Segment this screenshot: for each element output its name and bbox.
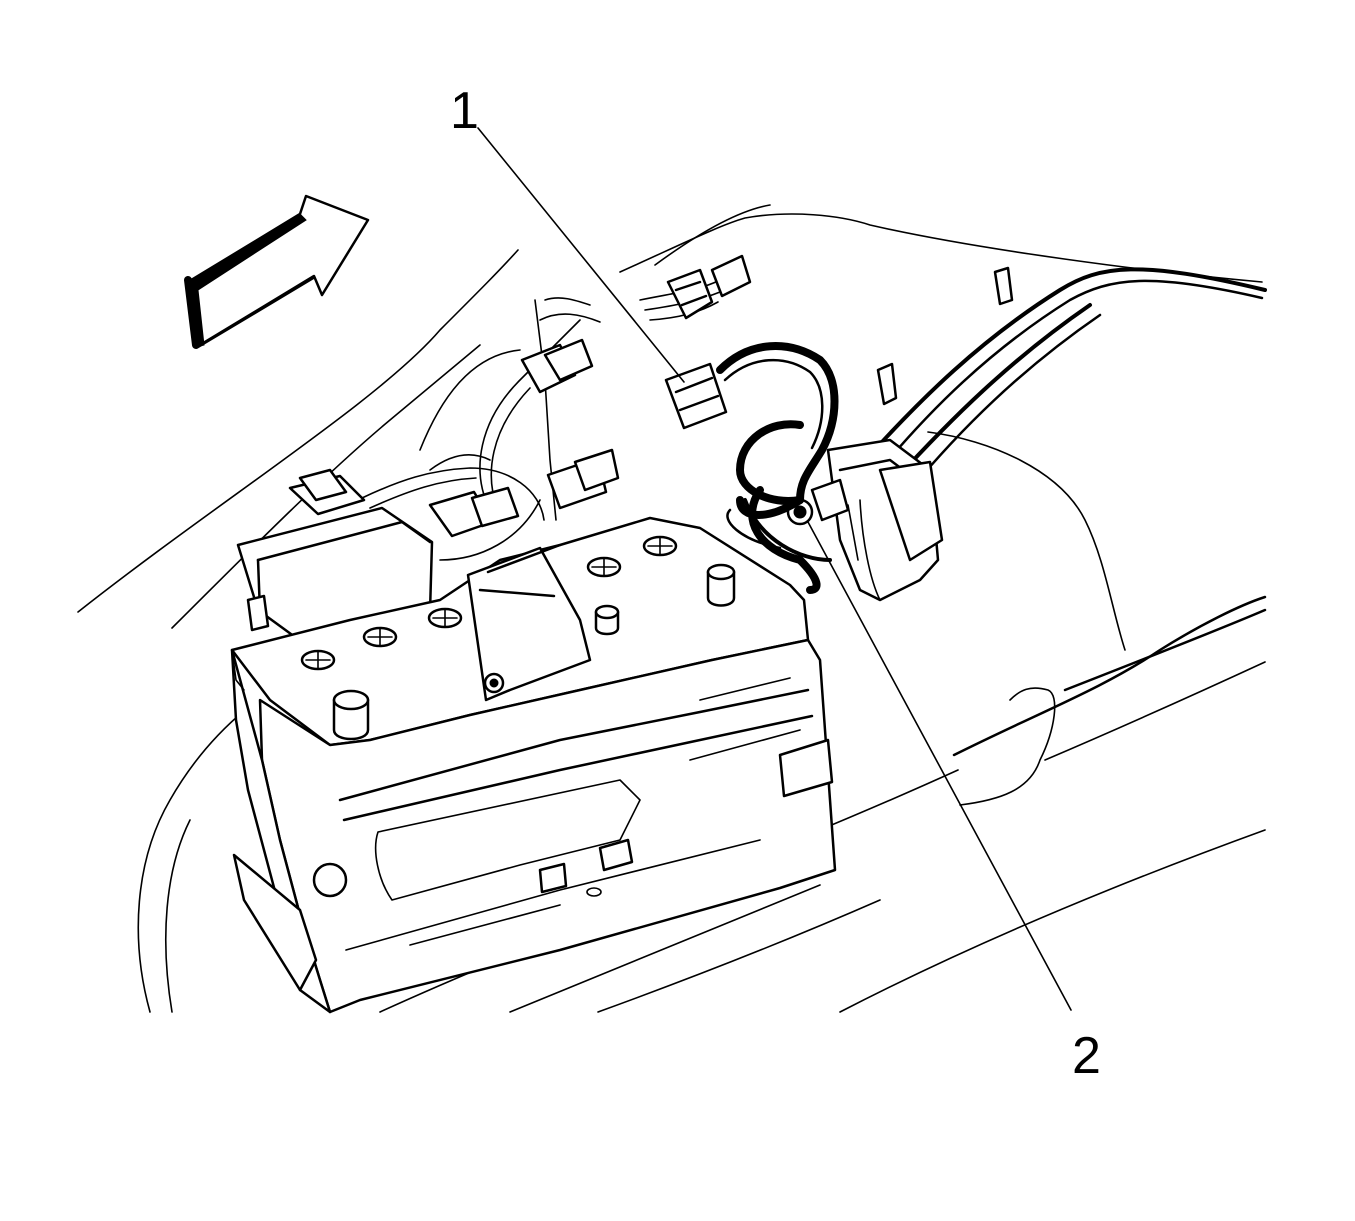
right-wire-harness <box>868 266 1267 492</box>
leader-line-1 <box>477 127 685 383</box>
harness-bracket-fastener <box>786 438 944 602</box>
upper-wire-harness <box>639 254 752 321</box>
battery <box>230 516 837 1014</box>
callout-label-1: 1 <box>450 82 479 140</box>
relay-connector-block <box>236 454 545 647</box>
harness-connector <box>664 342 839 594</box>
battery-cap-icons <box>300 535 678 671</box>
forward-direction-arrow-icon <box>184 194 370 349</box>
left-wire-bundle <box>419 297 620 561</box>
leader-line-2 <box>807 521 1072 1011</box>
battery-terminal-posts <box>332 563 736 741</box>
callout-leader-lines <box>477 127 1072 1011</box>
body-panel-outlines <box>77 204 1267 1013</box>
callout-label-2: 2 <box>1072 1027 1101 1085</box>
